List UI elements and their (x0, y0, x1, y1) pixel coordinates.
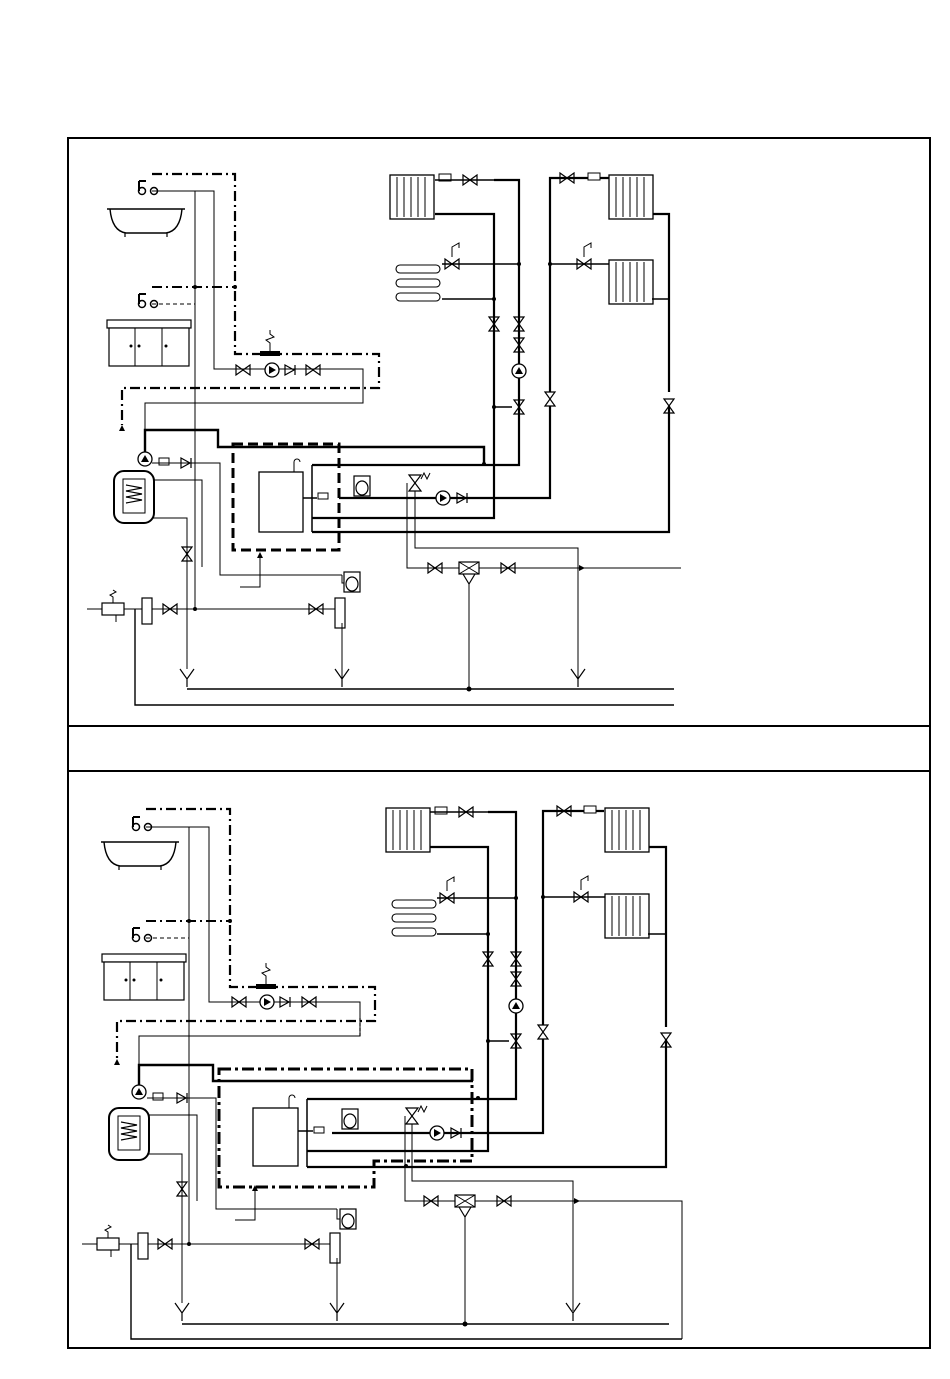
schematic-b (69, 772, 929, 1349)
thermostatic-head-icon (584, 243, 591, 257)
circuit-pump-icon (512, 364, 526, 378)
pressure-reducing-valve-icon (97, 1225, 119, 1257)
tundish-icon (455, 1195, 475, 1217)
towel-rail-icon (396, 265, 440, 301)
sink-tap-icon (133, 928, 152, 942)
pressure-relief-valve-icon (406, 1106, 427, 1124)
radiator-icon (605, 808, 649, 852)
thermostatic-head-icon (447, 877, 454, 891)
hot-water-cylinder-icon (109, 1108, 149, 1160)
radiator-icon (605, 894, 649, 938)
pressure-relief-valve-icon (409, 473, 430, 491)
radiator-icon (609, 175, 653, 219)
tundish-icon (459, 562, 479, 584)
isolating-valve-icon (545, 392, 555, 406)
thermostatic-head-icon (581, 876, 588, 890)
boiler-icon (253, 1108, 298, 1166)
non-return-valve-icon (285, 365, 295, 375)
radiator-icon (390, 175, 434, 219)
boiler-icon (259, 472, 303, 532)
bath-tap-icon (139, 181, 158, 195)
expansion-vessel-icon (344, 572, 360, 592)
circuit-pump-icon (509, 999, 523, 1013)
radiator-icon (386, 808, 430, 852)
filter-icon (138, 1233, 148, 1259)
isolating-valve-icon (236, 365, 250, 375)
thermostatic-head-icon (452, 243, 459, 257)
heating-pump-icon (436, 491, 450, 505)
caption-strip (69, 727, 929, 770)
kitchen-unit-icon (102, 954, 186, 1000)
hot-water-cylinder-icon (114, 471, 154, 523)
bath-tap-icon (133, 817, 152, 831)
heating-pump-icon (430, 1126, 444, 1140)
isolating-valve-icon (306, 365, 320, 375)
expansion-vessel-icon (354, 476, 370, 496)
radiator-icon (609, 260, 653, 304)
diagram-frame (67, 137, 931, 1349)
cylinder-pump-icon (138, 452, 152, 466)
cylinder-pump-icon (132, 1085, 146, 1099)
return-pump-icon (265, 363, 279, 377)
pressure-reducing-valve-icon (102, 590, 124, 622)
kitchen-unit-icon (107, 320, 191, 366)
drain-funnel-icon (175, 1303, 189, 1321)
isolating-valve-icon (538, 1025, 548, 1039)
expansion-vessel-icon (342, 1109, 358, 1129)
sink-tap-icon (139, 294, 158, 308)
expansion-vessel-icon (340, 1209, 356, 1229)
return-pump-icon (260, 995, 274, 1009)
filter-icon (142, 598, 152, 624)
schematic-a (69, 139, 929, 725)
drain-funnel-icon (180, 669, 194, 687)
bath-icon (101, 842, 179, 870)
bath-icon (107, 209, 185, 237)
towel-rail-icon (392, 900, 436, 936)
